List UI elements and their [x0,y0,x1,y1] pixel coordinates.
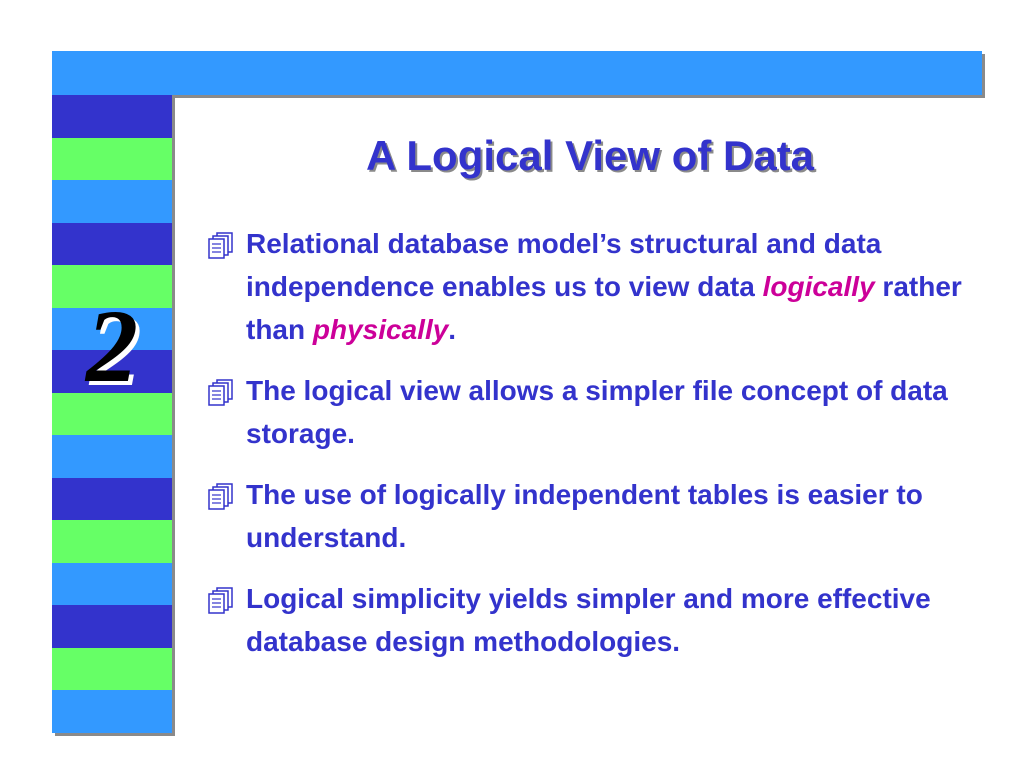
document-stack-icon [208,232,233,259]
stripe [52,265,172,308]
stripe [52,562,172,606]
bullet-item: Relational database model’s structural a… [208,222,968,351]
bullet-text: rather than [246,271,962,345]
stripe [52,350,172,393]
stripe [52,95,172,138]
bullet-item: The logical view allows a simpler file c… [208,369,968,455]
bullet-text: The use of logically independent tables … [246,479,923,553]
bullet-list: Relational database model’s structural a… [208,222,968,681]
bullet-text: Relational database model’s structural a… [246,228,882,302]
stripe [52,392,172,436]
stripe [52,137,172,181]
stripe [52,647,172,691]
stripe [52,307,172,351]
stripe [52,477,172,521]
stripe [52,435,172,478]
stripe [52,180,172,223]
stripe [52,520,172,563]
chapter-number: 2 [86,289,138,404]
slide-title: A Logical View of Data [365,132,815,179]
stripe [52,690,172,733]
bullet-text: Logical simplicity yields simpler and mo… [246,583,931,657]
document-stack-icon [208,587,233,614]
side-stripe-bar [52,95,172,733]
emphasis-logically: logically [762,271,875,302]
document-stack-icon [208,379,233,406]
document-stack-icon [208,483,233,510]
stripe [52,605,172,648]
bullet-item: The use of logically independent tables … [208,473,968,559]
bullet-text: The logical view allows a simpler file c… [246,375,948,449]
emphasis-physically: physically [312,314,449,345]
bullet-text: . [448,314,457,345]
stripe [52,222,172,266]
top-banner-bar [52,51,982,95]
bullet-item: Logical simplicity yields simpler and mo… [208,577,968,663]
